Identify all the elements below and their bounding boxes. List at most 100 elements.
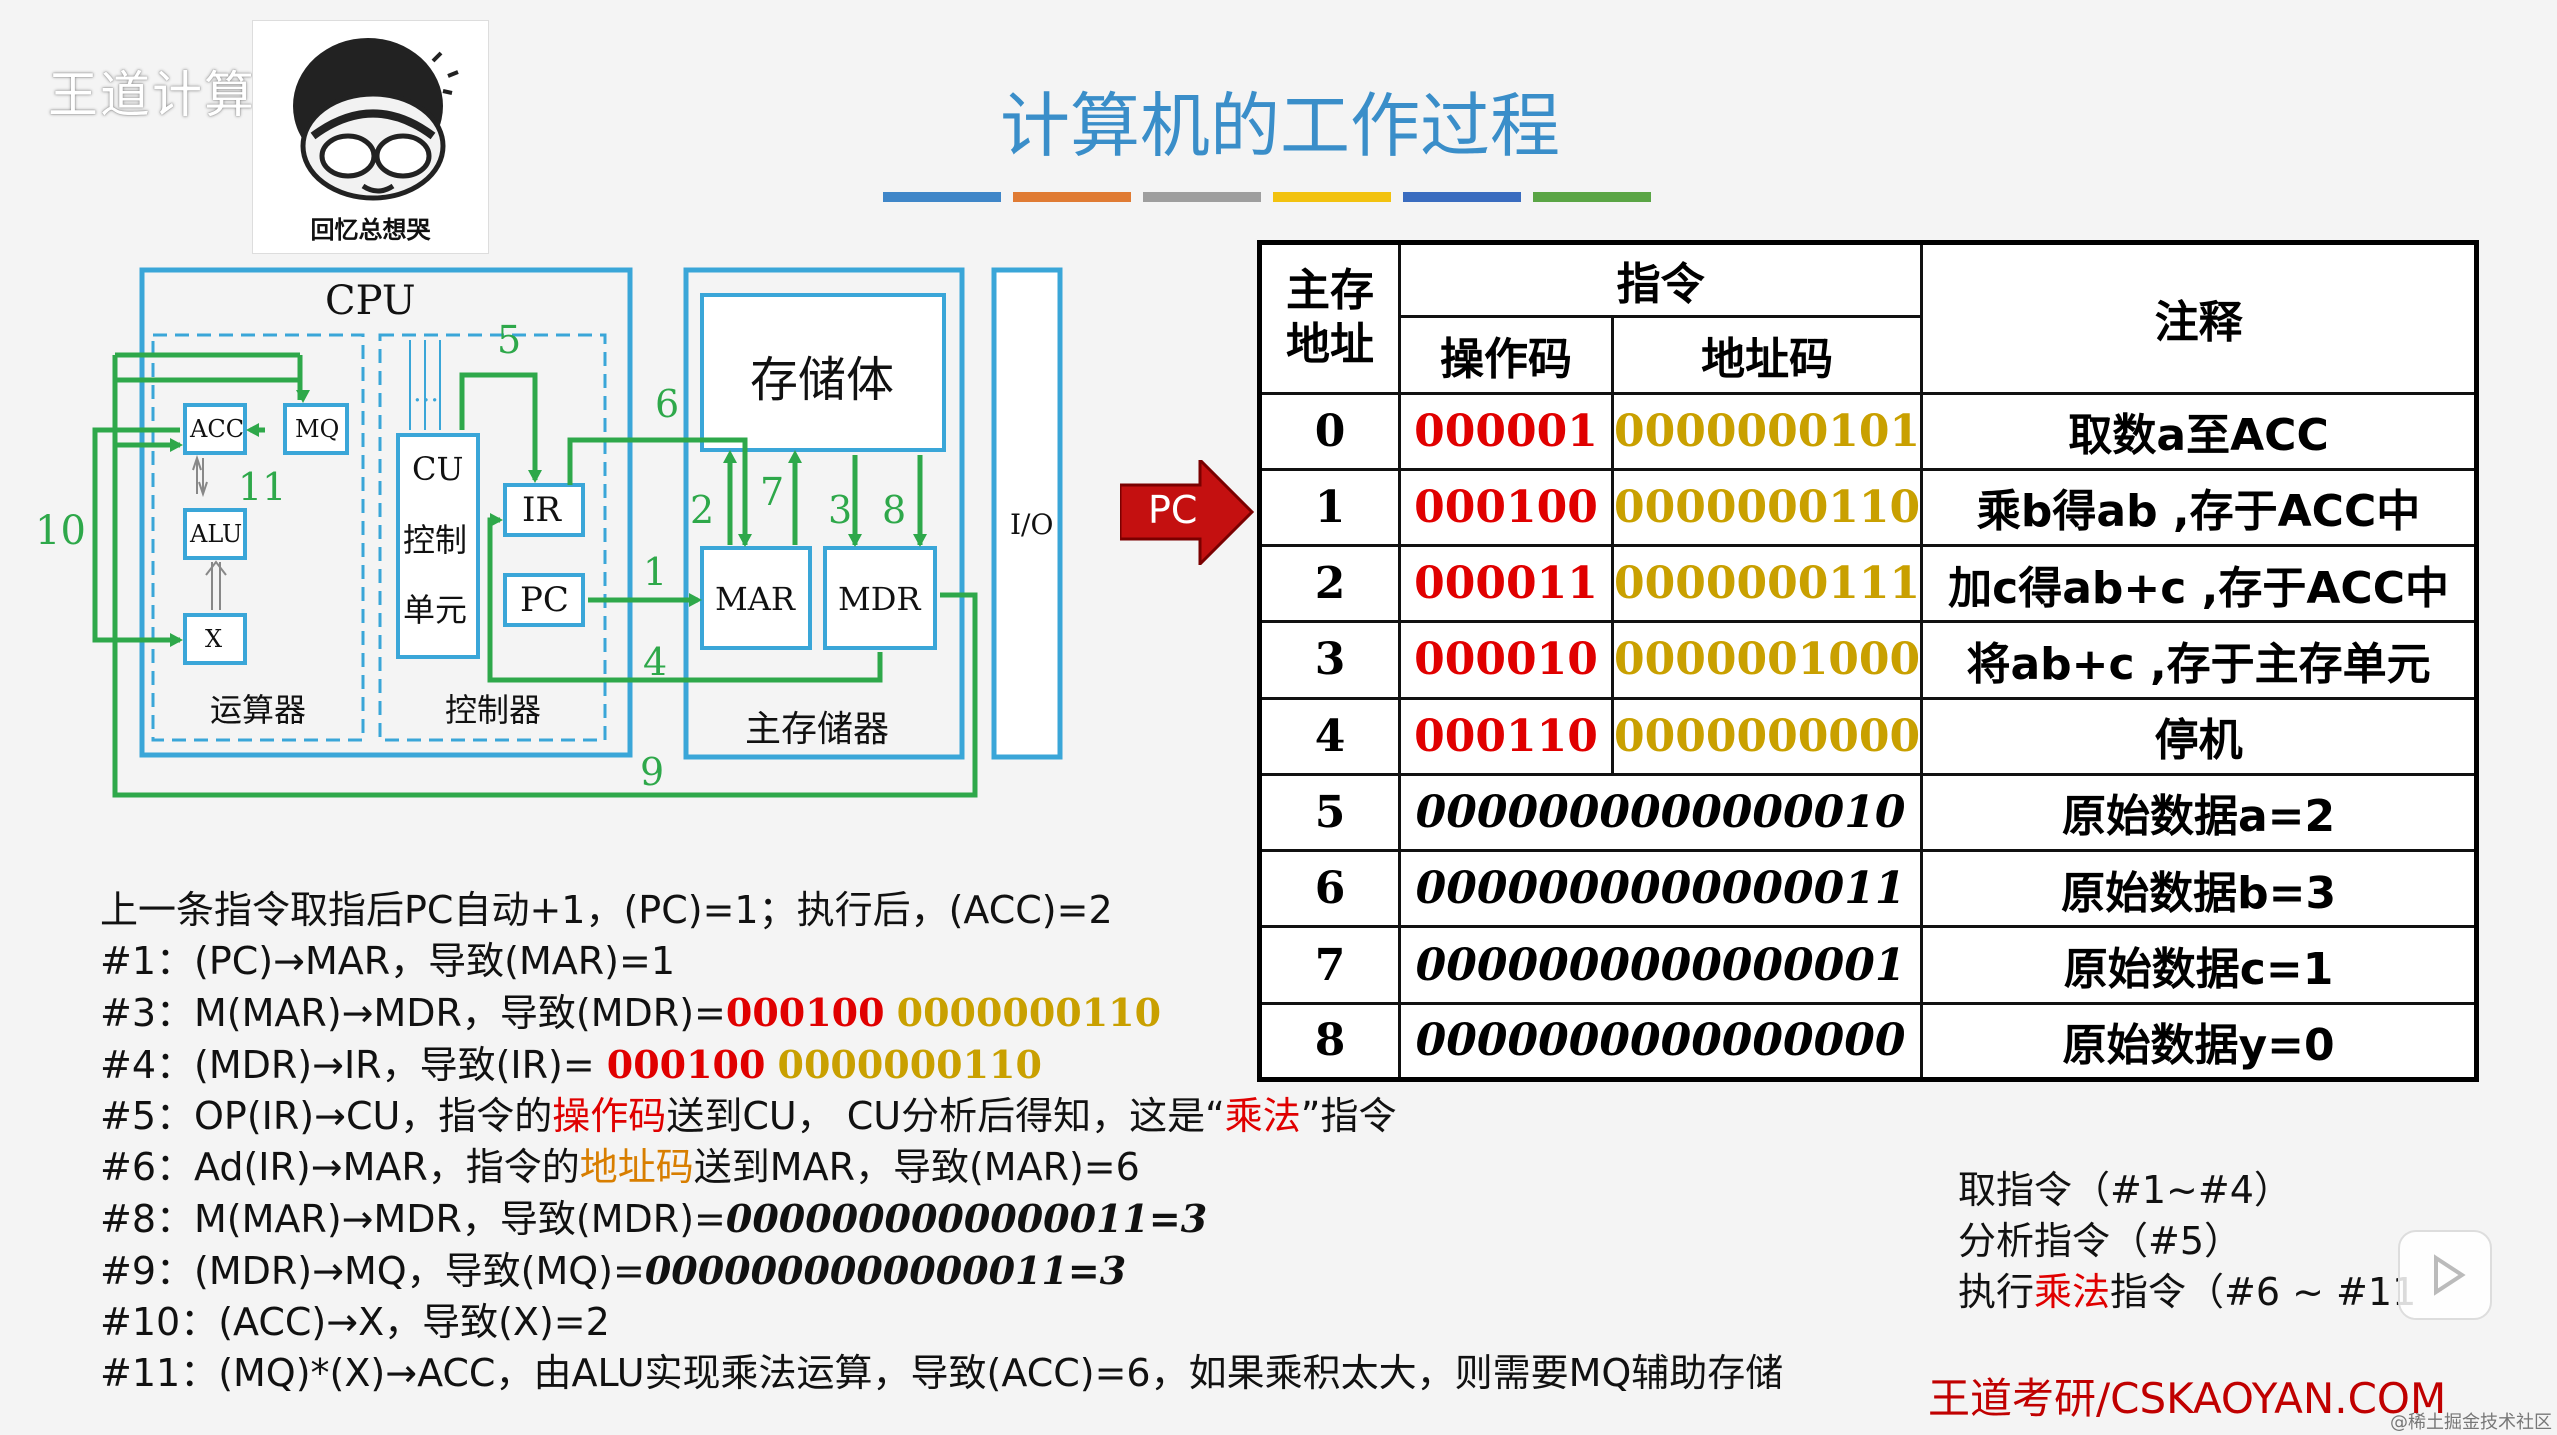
header-opcode: 操作码 [1398,315,1614,395]
cell-data: 0000000000000011 [1397,849,1924,929]
accent-bar [1143,192,1261,202]
step-line-1: #1：(PC)→MAR，导致(MAR)=1 [100,939,675,983]
cell-address: 4 [1258,696,1401,776]
cell-address: 7 [1258,925,1401,1005]
header-addresscode: 地址码 [1610,315,1924,395]
header-instruction: 指令 [1397,240,1924,319]
cell-addresscode: 0000000111 [1610,544,1924,624]
cell-addresscode: 0000001000 [1610,620,1924,700]
step-line-0: 上一条指令取指后PC自动+1，(PC)=1；执行后，(ACC)=2 [100,888,1113,932]
storage-label: 存储体 [750,352,895,408]
cell-address: 8 [1258,1001,1401,1082]
cell-note: 乘b得ab ,存于ACC中 [1920,467,2478,548]
play-icon [2434,1254,2466,1296]
step-line-4: #4：(MDR)→IR，导致(IR)= 000100 0000000110 [100,1042,1042,1087]
main-memory-box [683,267,965,760]
step-line-5: #5：OP(IR)→CU，指令的操作码送到CU， CU分析后得知，这是“乘法”指… [100,1094,1397,1138]
step-line-8: #8：M(MAR)→MDR，导致(MDR)=0000000000000011=3 [100,1196,1208,1241]
cell-note: 原始数据y=0 [1920,1001,2478,1082]
cell-addresscode: 0000000110 [1610,467,1924,548]
acc-label: ACC [190,415,245,443]
pc-pointer-arrow-icon [1120,460,1255,565]
step-num-2: 2 [690,488,715,532]
step-num-11: 11 [238,465,287,509]
step-line-6: #6：Ad(IR)→MAR，指令的地址码送到MAR，导致(MAR)=6 [100,1145,1140,1189]
step-num-3: 3 [828,488,853,532]
ir-box [503,483,585,537]
mdr-label: MDR [838,580,921,618]
pc-box [503,573,585,627]
brand-footer: 王道考研/CSKAOYAN.COM [1928,1374,2447,1423]
arrow-heads [170,390,927,647]
main-memory-label: 主存储器 [745,709,890,750]
control-unit-box [378,333,607,742]
cell-addresscode: 0000000101 [1610,391,1924,471]
cell-opcode: 000001 [1398,391,1614,471]
step-num-1: 1 [643,550,668,594]
control-unit-label: 控制器 [445,691,542,729]
acc-box [183,403,247,455]
ir-label: IR [522,490,562,530]
cu-label: CU [412,450,464,488]
cpu-label: CPU [325,278,416,324]
cell-note: 原始数据c=1 [1920,925,2478,1005]
cell-note: 将ab+c ,存于主存单元 [1920,620,2478,700]
step-num-9: 9 [640,750,665,794]
phase-list: 取指令（#1~#4） 分析指令（#5） 执行乘法指令（#6 ~ #11 [1958,1165,2416,1318]
cell-address: 3 [1258,620,1401,700]
x-box [183,613,247,665]
mar-label: MAR [715,580,795,618]
phase-execute: 执行乘法指令（#6 ~ #11 [1958,1270,2417,1314]
step-line-3: #3：M(MAR)→MDR，导致(MDR)=000100 0000000110 [100,990,1162,1035]
cu-sub1: 控制 [403,521,468,559]
alu-label: ALU [190,520,243,548]
mq-box [283,403,349,455]
accent-bar [1533,192,1651,202]
step-num-7: 7 [760,470,785,514]
cell-note: 停机 [1920,696,2478,776]
io-box [991,267,1063,760]
mar-box [700,546,812,650]
cell-address: 0 [1258,391,1401,471]
step-num-6: 6 [655,382,680,426]
play-button[interactable] [2398,1230,2492,1320]
phase-decode: 分析指令（#5） [1958,1219,2243,1263]
cu-dots: … [413,378,439,408]
step-list: 上一条指令取指后PC自动+1，(PC)=1；执行后，(ACC)=2 #1：(PC… [100,885,1783,1399]
cu-box [396,433,480,659]
alu-box [183,508,247,560]
header-note: 注释 [1920,241,2478,395]
cell-address: 2 [1258,544,1401,624]
header-address: 主存 地址 [1258,241,1401,395]
cell-data: 0000000000000001 [1397,925,1924,1005]
x-label: X [205,625,223,653]
step-num-4: 4 [643,640,668,684]
io-label: I/O [1010,508,1054,541]
pc-pointer-label: PC [1148,488,1198,532]
crying-face-icon [293,38,459,201]
corner-watermark: @稀土掘金技术社区 [2390,1412,2552,1433]
accent-bar [1273,192,1391,202]
step-line-9: #9：(MDR)→MQ，导致(MQ)=0000000000000011=3 [100,1248,1127,1293]
slide-title: 计算机的工作过程 [1000,85,1560,167]
alu-unit-label: 运算器 [210,691,307,729]
accent-bar [1013,192,1131,202]
step-line-10: #10：(ACC)→X，导致(X)=2 [100,1300,610,1344]
accent-bar [883,192,1001,202]
cell-note: 取数a至ACC [1920,391,2478,471]
computer-structure-diagram [92,267,1063,798]
step-num-10: 10 [35,508,86,554]
mq-label: MQ [295,415,340,443]
pc-label: PC [520,580,569,620]
